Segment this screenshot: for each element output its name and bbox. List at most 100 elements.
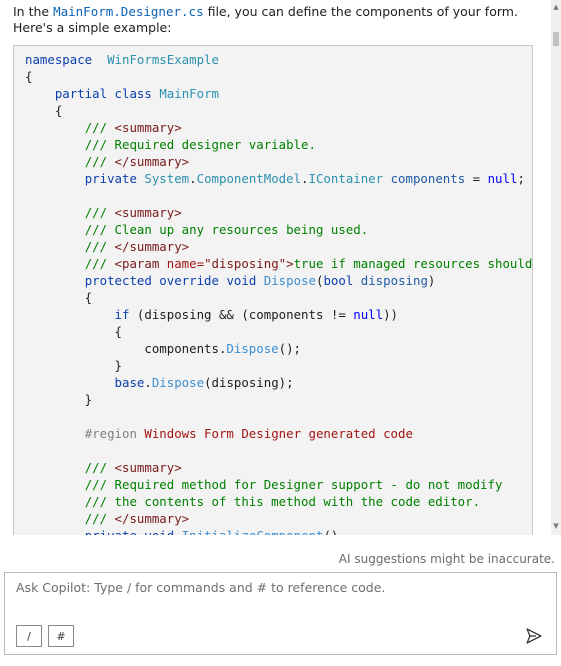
code-line bbox=[25, 442, 532, 459]
code-token bbox=[25, 256, 85, 271]
code-token bbox=[25, 205, 85, 220]
code-token: { bbox=[25, 103, 63, 118]
code-token: ; bbox=[517, 171, 525, 186]
code-line: /// <summary> bbox=[25, 459, 532, 476]
code-token bbox=[25, 222, 85, 237]
code-content: namespace WinFormsExample{ partial class… bbox=[25, 51, 532, 535]
code-token bbox=[25, 120, 85, 135]
code-token: protected bbox=[84, 273, 152, 288]
code-line: { bbox=[25, 102, 532, 119]
code-token: Dispose bbox=[263, 273, 316, 288]
code-token: </summary> bbox=[114, 239, 190, 254]
code-token bbox=[25, 171, 85, 186]
code-token bbox=[25, 137, 85, 152]
code-token: . bbox=[144, 375, 152, 390]
code-token: . bbox=[301, 171, 309, 186]
code-line bbox=[25, 187, 532, 204]
code-token bbox=[25, 154, 85, 169]
code-token bbox=[25, 375, 115, 390]
code-token: } bbox=[25, 358, 122, 373]
code-token bbox=[25, 273, 85, 288]
response-intro-text: In the MainForm.Designer.cs file, you ca… bbox=[13, 4, 538, 36]
code-token: disposing bbox=[360, 273, 428, 288]
code-line: private System.ComponentModel.IContainer… bbox=[25, 170, 532, 187]
code-token: ComponentModel bbox=[196, 171, 302, 186]
intro-suffix: file, you can define the components of y… bbox=[203, 4, 518, 19]
code-line: { bbox=[25, 323, 532, 340]
code-token: private bbox=[85, 528, 137, 535]
code-line: /// the contents of this method with the… bbox=[25, 493, 532, 510]
code-token: namespace bbox=[25, 52, 93, 67]
code-line: /// Required method for Designer support… bbox=[25, 476, 532, 493]
code-line: components.Dispose(); bbox=[25, 340, 532, 357]
chevron-up-icon[interactable]: ▲ bbox=[553, 3, 559, 11]
code-token: class bbox=[114, 86, 152, 101]
code-line: /// <summary> bbox=[25, 204, 532, 221]
code-line: /// <summary> bbox=[25, 119, 532, 136]
code-token: InitializeComponent bbox=[182, 528, 324, 535]
code-token: (disposing); bbox=[204, 375, 294, 390]
code-token: void bbox=[144, 528, 174, 535]
code-token bbox=[256, 273, 263, 288]
code-line: } bbox=[25, 391, 532, 408]
code-token: </summary> bbox=[114, 511, 190, 526]
code-line: { bbox=[25, 68, 532, 85]
code-token: <summary> bbox=[114, 120, 182, 135]
code-token bbox=[25, 86, 55, 101]
code-token: )) bbox=[383, 307, 399, 322]
code-block[interactable]: namespace WinFormsExample{ partial class… bbox=[13, 45, 533, 535]
code-token: /// bbox=[84, 239, 115, 254]
code-line: /// <param name="disposing">true if mana… bbox=[25, 255, 532, 272]
code-line: protected override void Dispose(bool dis… bbox=[25, 272, 532, 289]
chat-input-box[interactable]: Ask Copilot: Type / for commands and # t… bbox=[4, 572, 557, 655]
code-token: = bbox=[465, 171, 488, 186]
code-token: () bbox=[323, 528, 338, 535]
code-token: Windows Form Designer generated code bbox=[144, 426, 413, 441]
code-token: /// bbox=[84, 256, 115, 271]
code-token: (disposing && (components != bbox=[129, 307, 354, 322]
code-token: } bbox=[25, 392, 93, 407]
code-token: #region bbox=[84, 426, 137, 441]
code-line: namespace WinFormsExample bbox=[25, 51, 532, 68]
code-token: IContainer bbox=[308, 171, 384, 186]
code-token: <param bbox=[114, 256, 167, 271]
chevron-down-icon[interactable]: ▼ bbox=[553, 522, 559, 530]
code-token: null bbox=[353, 307, 384, 322]
hash-reference-button[interactable]: # bbox=[48, 625, 74, 647]
code-token: ( bbox=[315, 273, 324, 288]
code-token bbox=[25, 239, 85, 254]
code-token: Dispose bbox=[151, 375, 205, 390]
code-line: /// Required designer variable. bbox=[25, 136, 532, 153]
send-icon[interactable] bbox=[525, 627, 543, 645]
code-token bbox=[353, 273, 360, 288]
code-token: { bbox=[25, 324, 122, 339]
vertical-scrollbar[interactable]: ▲ ▼ bbox=[551, 0, 561, 535]
code-token: /// bbox=[84, 120, 115, 135]
code-token bbox=[25, 477, 85, 492]
file-name-inline-code: MainForm.Designer.cs bbox=[53, 4, 204, 19]
code-token: null bbox=[487, 171, 518, 186]
code-line: if (disposing && (components != null)) bbox=[25, 306, 532, 323]
code-token bbox=[25, 494, 85, 509]
code-line: /// </summary> bbox=[25, 510, 532, 527]
code-token: . bbox=[189, 171, 197, 186]
code-line: #region Windows Form Designer generated … bbox=[25, 425, 532, 442]
code-token: name= bbox=[166, 256, 205, 271]
code-token: <summary> bbox=[114, 460, 182, 475]
intro-line-2: Here's a simple example: bbox=[13, 20, 172, 35]
code-line: base.Dispose(disposing); bbox=[25, 374, 532, 391]
code-token: components. bbox=[25, 341, 227, 356]
code-token: /// Required method for Designer support… bbox=[84, 477, 503, 492]
slash-command-button[interactable]: / bbox=[16, 625, 42, 647]
code-line: { bbox=[25, 289, 532, 306]
chat-input-placeholder[interactable]: Ask Copilot: Type / for commands and # t… bbox=[16, 580, 386, 595]
code-token bbox=[107, 86, 114, 101]
code-token: if bbox=[114, 307, 130, 322]
code-token bbox=[383, 171, 390, 186]
scrollbar-thumb[interactable] bbox=[553, 32, 559, 46]
code-token: { bbox=[25, 290, 93, 305]
code-token: /// bbox=[84, 460, 115, 475]
code-line: /// Clean up any resources being used. bbox=[25, 221, 532, 238]
code-token bbox=[92, 52, 107, 67]
ai-disclaimer: AI suggestions might be inaccurate. bbox=[338, 552, 555, 566]
